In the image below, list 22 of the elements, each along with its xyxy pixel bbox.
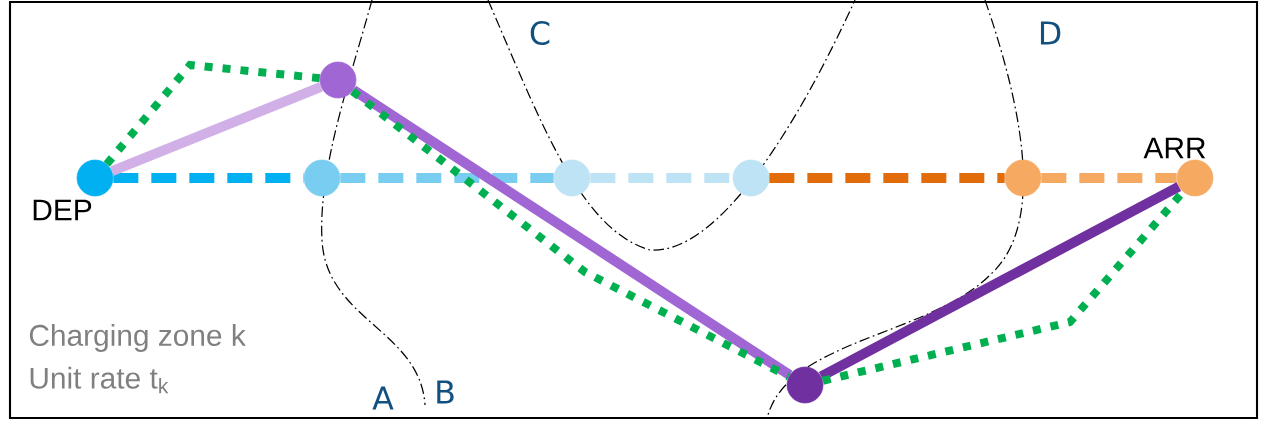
zone-letter: B xyxy=(437,380,454,404)
node-label: ARR xyxy=(1143,137,1206,159)
dotted-route xyxy=(103,60,321,167)
route-node xyxy=(1004,159,1042,197)
zone-letter: C xyxy=(530,21,550,45)
zone-letter: D xyxy=(1040,21,1061,45)
route-node xyxy=(76,159,114,197)
route-node xyxy=(553,159,591,197)
route-node xyxy=(1176,159,1214,197)
note-text: Unit rate t$_{k}$ xyxy=(30,366,169,394)
dashed-route xyxy=(113,173,304,183)
dashed-route xyxy=(769,173,1005,183)
route-line xyxy=(110,82,323,176)
route-node xyxy=(786,366,824,404)
dashed-route xyxy=(1041,173,1177,183)
note-text: Charging zone k xyxy=(29,324,246,352)
route-node xyxy=(732,159,770,197)
dashed-route xyxy=(340,173,554,183)
node-label: DEP xyxy=(33,199,92,221)
route-node xyxy=(319,61,357,99)
route-node xyxy=(303,159,341,197)
zone-letter: A xyxy=(372,386,394,410)
